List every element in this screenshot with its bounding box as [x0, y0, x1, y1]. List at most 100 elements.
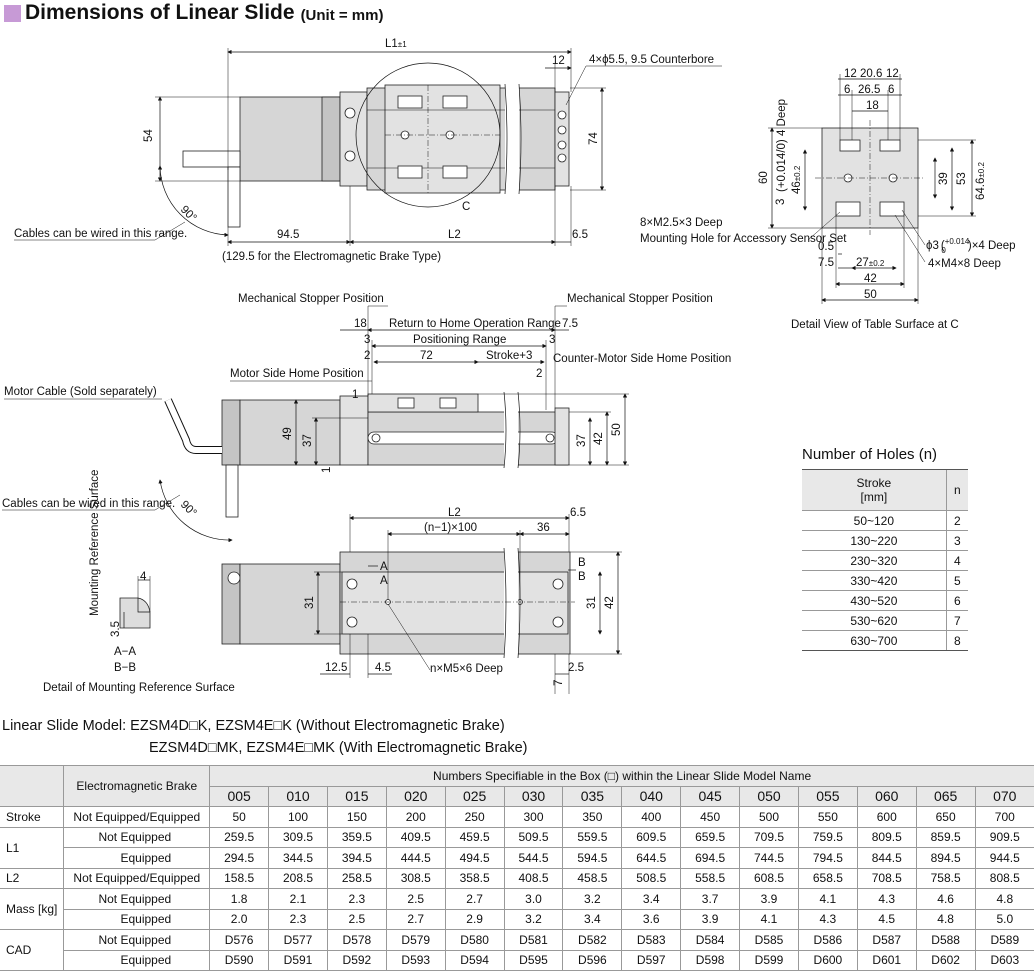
spec-cell: 3.6: [621, 908, 682, 930]
title-square-icon: [4, 4, 21, 22]
spec-cell: D586: [797, 929, 858, 951]
spec-cell: 808.5: [974, 867, 1034, 889]
bot-label-b2: B: [578, 571, 586, 583]
spec-row-brake: Equipped: [63, 847, 211, 869]
dim-74: 74: [588, 132, 600, 145]
spec-cell: 650: [915, 806, 976, 828]
spec-cell: 50: [209, 806, 270, 828]
spec-cell: D597: [621, 949, 682, 971]
spec-row-brake: Not Equipped: [63, 929, 211, 951]
spec-cell: 559.5: [562, 826, 623, 848]
spec-cell: 3.4: [621, 888, 682, 910]
spec-cell: D592: [326, 949, 387, 971]
model-line-2: EZSM4D□MK, EZSM4E□MK (With Electromagnet…: [149, 740, 528, 756]
brake-note: (129.5 for the Electromagnetic Brake Typ…: [222, 251, 441, 263]
spec-cell: D587: [856, 929, 917, 951]
spec-cell: D590: [209, 949, 270, 971]
c-dim-20-6: 20.6: [860, 68, 882, 80]
mech-stop-left: Mechanical Stopper Position: [238, 293, 384, 305]
bottom-view: L2 6.5 (n−1)×100 36 A A B B 31 31 42 12.…: [221, 507, 622, 694]
return-range: Return to Home Operation Range: [389, 318, 561, 330]
spec-cell: 444.5: [385, 847, 446, 869]
spec-cell: 708.5: [856, 867, 917, 889]
bot-dim-31b: 31: [586, 596, 598, 609]
side-dim-7-5: 7.5: [562, 318, 578, 330]
model-line-1: Linear Slide Model: EZSM4D□K, EZSM4E□K (…: [2, 718, 505, 734]
spec-cell: 794.5: [797, 847, 858, 869]
spec-cell: D582: [562, 929, 623, 951]
spec-cell: 2.5: [326, 908, 387, 930]
spec-cell: 100: [268, 806, 328, 828]
mount-ref-label: Mounting Reference Surface: [89, 470, 101, 616]
mount-bb: B−B: [114, 662, 136, 674]
spec-code-025: 025: [444, 785, 505, 807]
spec-cell: D601: [856, 949, 917, 971]
spec-cell: 3.2: [503, 908, 564, 930]
spec-row-brake: Not Equipped: [63, 826, 211, 848]
holes-header-stroke: Stroke[mm]: [802, 469, 947, 511]
motor-home: Motor Side Home Position: [230, 368, 364, 380]
spec-cell: 309.5: [268, 826, 328, 848]
mount-dim-3-5: 3.5: [110, 621, 122, 637]
spec-cell: 709.5: [739, 826, 799, 848]
spec-cell: 944.5: [974, 847, 1034, 869]
side-dim-3a: 3: [364, 334, 370, 346]
spec-cell: 359.5: [326, 826, 387, 848]
spec-cell: 2.3: [326, 888, 387, 910]
spec-cell: D578: [326, 929, 387, 951]
spec-cell: 308.5: [385, 867, 446, 889]
c-mount-hole: 8×M2.5×3 Deep: [640, 217, 722, 229]
holes-table-title: Number of Holes (n): [802, 446, 938, 463]
spec-cell: 350: [562, 806, 623, 828]
side-dim-72: 72: [420, 350, 433, 362]
spec-cell: 694.5: [680, 847, 741, 869]
dim-54: 54: [143, 129, 155, 142]
side-dim-42: 42: [593, 432, 605, 445]
c-dim-7-5: 7.5: [818, 257, 834, 269]
spec-cell: D580: [444, 929, 505, 951]
spec-cell: D598: [680, 949, 741, 971]
spec-cell: 250: [444, 806, 505, 828]
spec-cell: 494.5: [444, 847, 505, 869]
dim-l1: L1±1: [385, 38, 407, 50]
spec-cell: D596: [562, 949, 623, 971]
spec-code-060: 060: [856, 785, 917, 807]
spec-cell: 550: [797, 806, 858, 828]
bot-dim-42: 42: [604, 596, 616, 609]
spec-code-005: 005: [209, 785, 270, 807]
spec-cell: D602: [915, 949, 976, 971]
c-dim-3: 3: [775, 199, 787, 205]
spec-cell: 3.9: [739, 888, 799, 910]
c-dim-0-5: 0.5: [818, 241, 834, 253]
c-sensor-note: Mounting Hole for Accessory Sensor Set: [640, 233, 847, 245]
label-c: C: [462, 201, 470, 213]
spec-cell: 200: [385, 806, 446, 828]
c-dim-12a: 12: [844, 68, 857, 80]
bot-dim-2-5: 2.5: [568, 662, 584, 674]
bot-dim-7: 7: [553, 680, 565, 686]
counter-home: Counter-Motor Side Home Position: [553, 353, 731, 365]
spec-cell: 600: [856, 806, 917, 828]
dim-l2-top: L2: [448, 229, 461, 241]
bot-dim-31a: 31: [304, 596, 316, 609]
c-dim-50: 50: [864, 289, 877, 301]
spec-row-brake: Not Equipped/Equipped: [63, 867, 211, 889]
spec-code-020: 020: [385, 785, 446, 807]
c-dim-60: 60: [758, 171, 770, 184]
spec-cell: 450: [680, 806, 741, 828]
spec-cell: 4.1: [797, 888, 858, 910]
cable-note-side: Cables can be wired in this range.: [2, 498, 175, 510]
dim-94-5: 94.5: [277, 229, 299, 241]
spec-code-030: 030: [503, 785, 564, 807]
bot-dim-n100: (n−1)×100: [424, 522, 477, 534]
spec-cell: 1.8: [209, 888, 270, 910]
side-dim-stroke: Stroke+3: [486, 350, 532, 362]
